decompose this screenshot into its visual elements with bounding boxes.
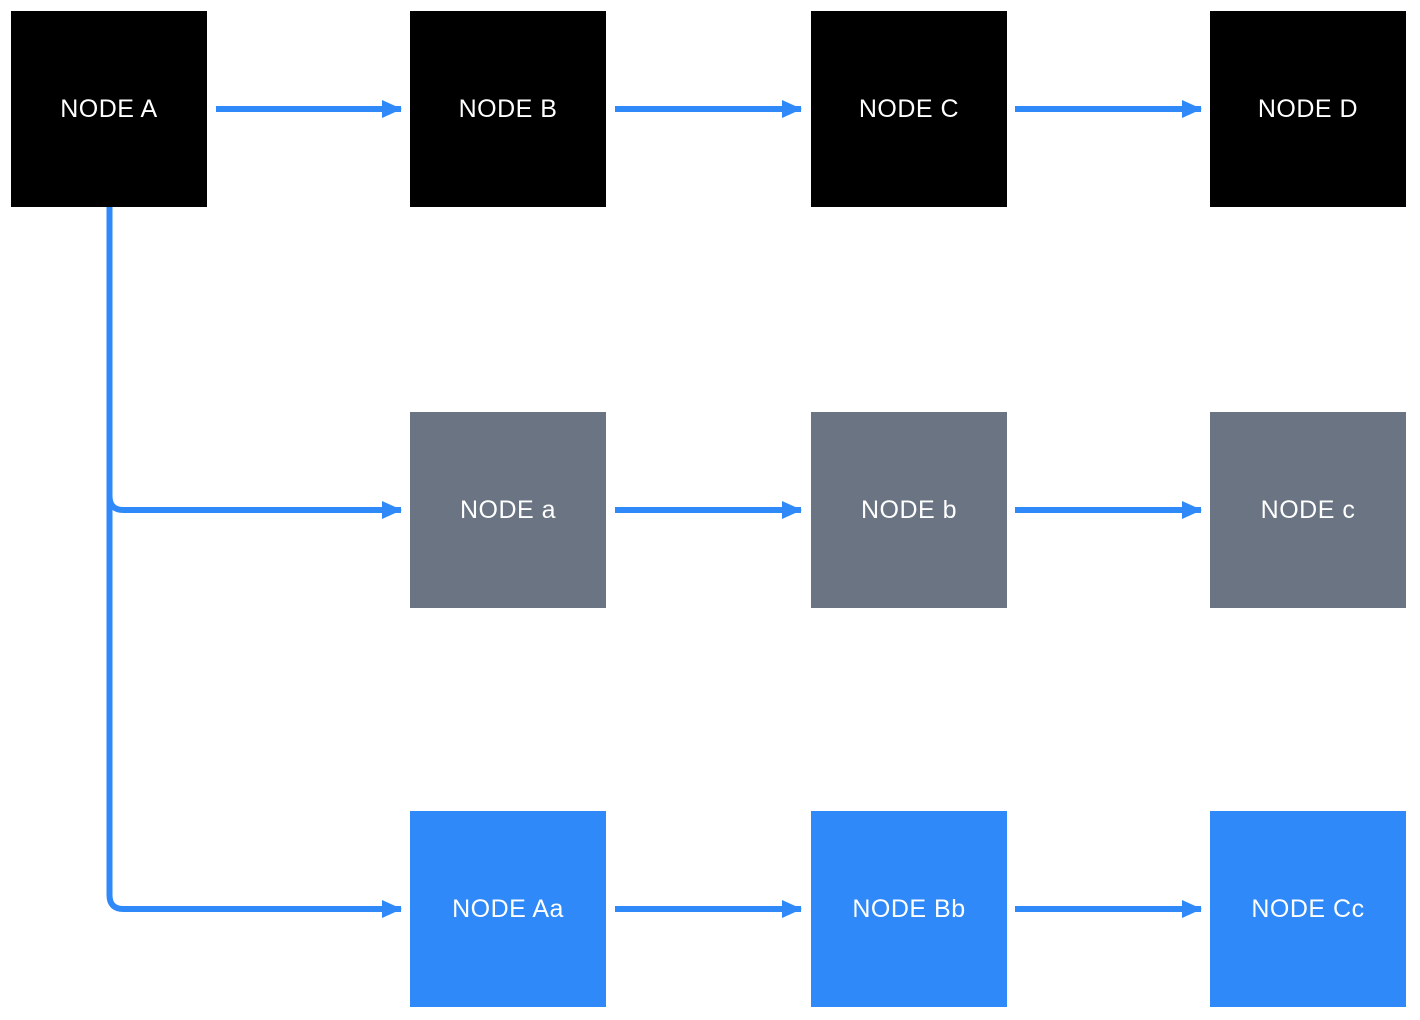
node-D: NODE D bbox=[1210, 11, 1406, 207]
arrow-A-to-a bbox=[106, 495, 402, 519]
node-a: NODE a bbox=[410, 412, 606, 608]
node-Cc-label: NODE Cc bbox=[1251, 894, 1365, 923]
node-Bb: NODE Bb bbox=[811, 811, 1007, 1007]
node-c: NODE c bbox=[1210, 412, 1406, 608]
node-B-label: NODE B bbox=[458, 94, 558, 123]
node-Bb-label: NODE Bb bbox=[852, 894, 966, 923]
node-C-label: NODE C bbox=[858, 94, 960, 123]
arrow-A-to-Aa bbox=[106, 207, 402, 918]
node-b: NODE b bbox=[811, 412, 1007, 608]
node-c-label: NODE c bbox=[1260, 495, 1356, 524]
node-Aa-label: NODE Aa bbox=[452, 894, 564, 923]
node-C: NODE C bbox=[811, 11, 1007, 207]
node-Cc: NODE Cc bbox=[1210, 811, 1406, 1007]
node-Aa: NODE Aa bbox=[410, 811, 606, 1007]
node-a-label: NODE a bbox=[459, 495, 557, 524]
node-b-label: NODE b bbox=[860, 495, 958, 524]
node-A: NODE A bbox=[11, 11, 207, 207]
node-A-label: NODE A bbox=[60, 94, 158, 123]
node-D-label: NODE D bbox=[1257, 94, 1359, 123]
node-B: NODE B bbox=[410, 11, 606, 207]
